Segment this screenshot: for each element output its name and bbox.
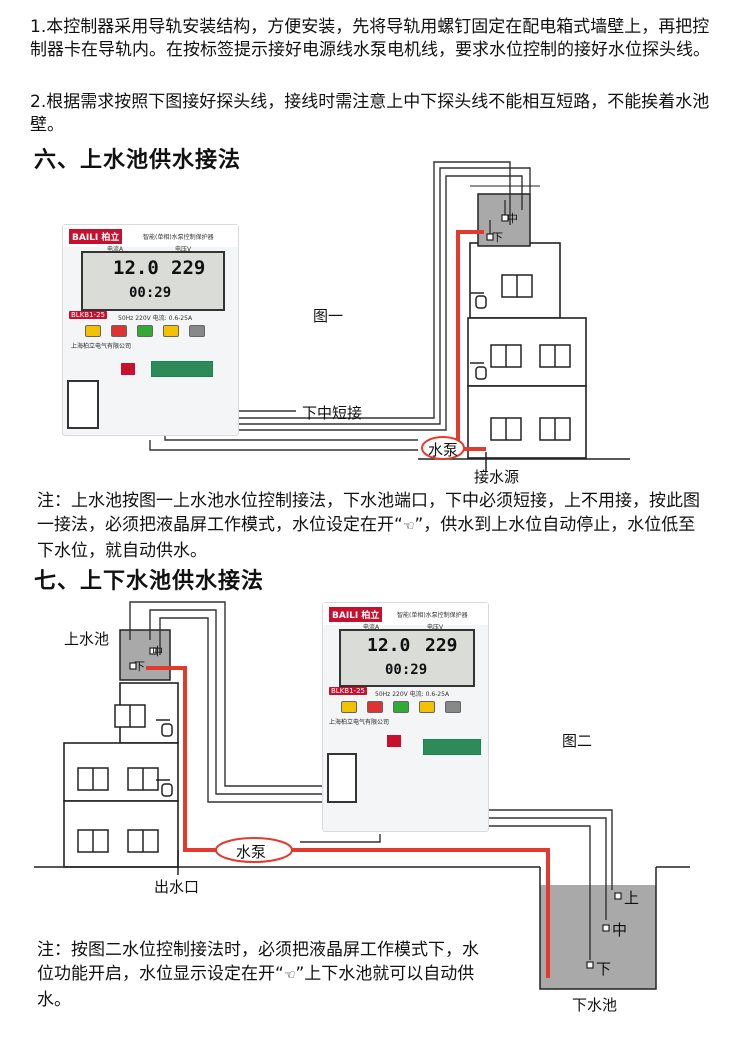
figure-1-label: 图一: [313, 307, 344, 325]
probe-low-label-1: 下: [492, 231, 503, 244]
controller-2: BAILI 柏立 智能(单相)水泵控制保护器 电流A 电压V 12.0 229 …: [322, 602, 489, 832]
voltage-label: 电压V: [427, 624, 444, 631]
probe-high-label: 上: [624, 889, 640, 907]
company-name: 上海柏立电气有限公司: [71, 343, 132, 350]
time-value: 00:29: [385, 662, 428, 678]
start-button[interactable]: [393, 701, 409, 713]
set-button[interactable]: [341, 701, 357, 713]
down-button[interactable]: [189, 325, 205, 337]
upper-tank-label: 上水池: [64, 630, 110, 648]
breaker-window: [327, 753, 357, 803]
stop-button[interactable]: [367, 701, 383, 713]
intro-paragraph-1: 1.本控制器采用导轨安装结构，方便安装，先将导轨用螺钉固定在配电箱式墙壁上，再把…: [30, 17, 710, 60]
figure-2-label: 图二: [562, 732, 593, 750]
section-7-note: 注：按图二水位控制接法时，必须把液晶屏工作模式下，水位功能开启，水位显示设定在开…: [37, 940, 479, 1010]
intro-paragraph-2: 2.根据需求按照下图接好探头线，接线时需注意上中下探头线不能相互短路，不能挨着水…: [30, 92, 710, 135]
stop-button[interactable]: [111, 325, 127, 337]
water-source-label: 接水源: [474, 468, 520, 486]
company-name: 上海柏立电气有限公司: [329, 719, 390, 726]
spec-label: 50Hz 220V 电流: 0.6-25A: [375, 691, 450, 698]
controller-1: BAILI 柏立 智能(单相)水泵控制保护器 电流A 电压V 12.0 229 …: [62, 224, 239, 436]
current-label: 电流A: [107, 246, 124, 253]
model-label: BLKB1-25: [329, 687, 367, 695]
outlet-label: 出水口: [154, 878, 200, 896]
terminal-block: [151, 361, 213, 377]
model-label: BLKB1-25: [69, 311, 107, 319]
spec-label: 50Hz 220V 电流: 0.6-25A: [118, 315, 193, 322]
lower-tank-label: 下水池: [572, 996, 618, 1014]
power-switch[interactable]: [121, 363, 135, 375]
pump-label-2: 水泵: [236, 843, 267, 861]
probe-low-label-3: 下: [596, 960, 612, 978]
probe-mid-label-3: 中: [612, 921, 628, 939]
brand-logo: BAILI 柏立: [329, 607, 383, 622]
section-7-title: 七、上下水池供水接法: [34, 569, 265, 594]
voltage-value: 229: [171, 257, 206, 279]
controller-title: 智能(单相)水泵控制保护器: [143, 234, 214, 241]
probe-low-label-2: 下: [134, 660, 145, 673]
current-label: 电流A: [363, 624, 380, 631]
set-button[interactable]: [85, 325, 101, 337]
up-button[interactable]: [163, 325, 179, 337]
pointing-hand-icon: ☜: [283, 968, 296, 983]
lcd-screen: 电流A 电压V 12.0 229 00:29: [339, 624, 475, 687]
pointing-hand-icon: ☜: [402, 519, 415, 534]
current-value: 12.0: [113, 257, 159, 279]
voltage-value: 229: [425, 635, 458, 656]
lcd-screen: 电流A 电压V 12.0 229 00:29: [81, 246, 225, 311]
pump-label-1: 水泵: [428, 441, 459, 459]
probe-mid-label-2: 中: [152, 645, 163, 658]
section-6-note: 注：上水池按图一上水池水位控制接法，下水池端口，下中必须短接，上不用接，按此图一…: [37, 491, 700, 561]
down-button[interactable]: [445, 701, 461, 713]
up-button[interactable]: [419, 701, 435, 713]
breaker-window: [67, 380, 99, 429]
current-value: 12.0: [367, 635, 411, 656]
time-value: 00:29: [129, 285, 172, 301]
power-switch[interactable]: [387, 735, 401, 747]
controller-title: 智能(单相)水泵控制保护器: [397, 612, 468, 619]
probe-mid-label-1: 中: [507, 212, 518, 225]
section-6-title: 六、上水池供水接法: [34, 148, 242, 173]
start-button[interactable]: [137, 325, 153, 337]
brand-logo: BAILI 柏立: [69, 229, 123, 244]
terminal-block: [423, 739, 481, 755]
short-connection-label: 下中短接: [302, 404, 363, 422]
voltage-label: 电压V: [175, 246, 192, 253]
